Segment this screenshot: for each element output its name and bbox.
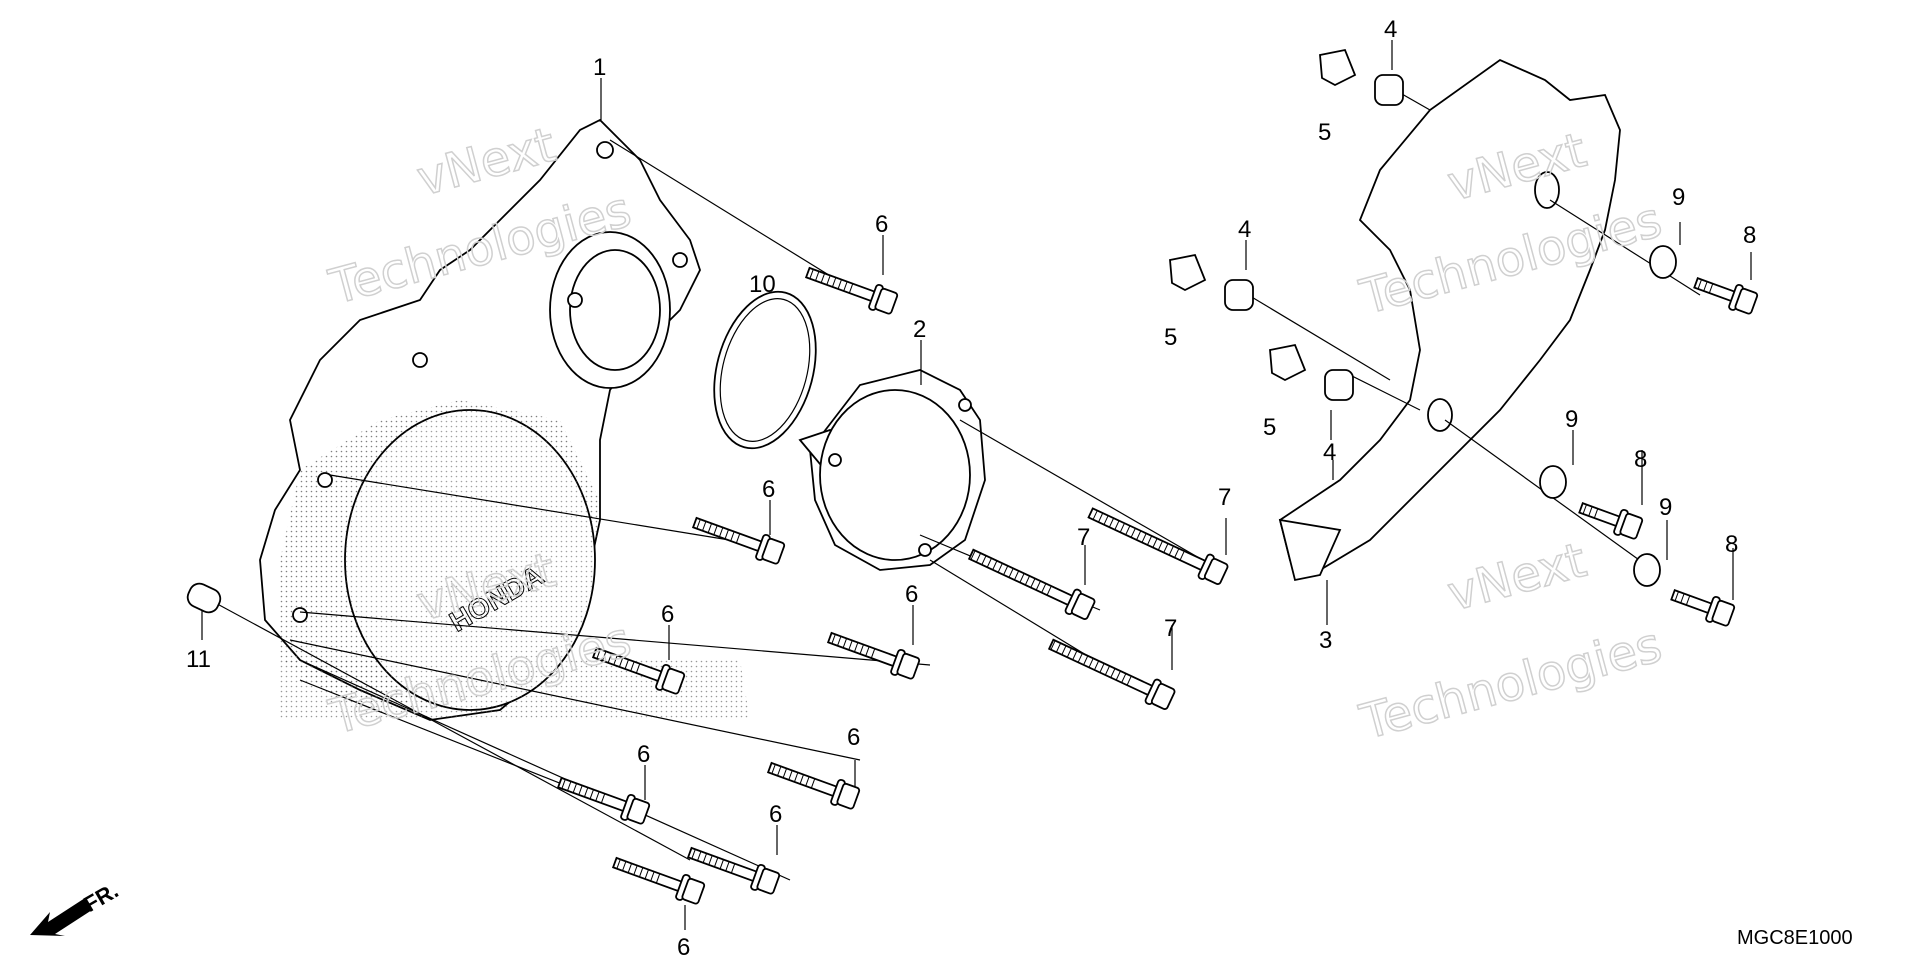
bolt-8-a — [1693, 277, 1759, 315]
small-cover-part — [798, 369, 986, 571]
callout-9-c: 9 — [1659, 494, 1672, 521]
bolt-6-d — [591, 646, 686, 695]
bolt-6-f — [766, 761, 861, 810]
bolt-6-a — [804, 266, 899, 315]
bolt-8-c — [1670, 589, 1736, 627]
collar-5-mid — [1169, 253, 1207, 292]
callout-4-mid: 4 — [1238, 216, 1251, 243]
callout-10: 10 — [749, 271, 776, 298]
callout-1: 1 — [593, 54, 606, 81]
bolt-6-b — [691, 516, 786, 565]
callout-6-d: 6 — [661, 601, 674, 628]
side-cover-shroud-part — [1278, 58, 1621, 582]
callout-9-a: 9 — [1672, 184, 1685, 211]
diagram-part-code: MGC8E1000 — [1737, 927, 1853, 949]
callout-7-b: 7 — [1077, 524, 1090, 551]
callout-6-b: 6 — [762, 476, 775, 503]
callout-9-b: 9 — [1565, 406, 1578, 433]
callout-8-a: 8 — [1743, 222, 1756, 249]
callout-labels: 1 2 3 4 4 4 5 5 5 6 6 6 6 6 6 6 6 7 7 7 … — [186, 16, 1756, 960]
o-ring-part — [713, 290, 817, 450]
callout-6-c: 6 — [905, 581, 918, 608]
collar-5-top — [1319, 48, 1357, 87]
callout-5-mid: 5 — [1164, 324, 1177, 351]
bolt-6-g — [686, 846, 781, 895]
bolt-7-b — [967, 548, 1096, 620]
bolt-8-b — [1578, 502, 1644, 540]
front-direction-indicator: FR. — [30, 878, 123, 936]
callout-2: 2 — [913, 316, 926, 343]
callout-8-b: 8 — [1634, 446, 1647, 473]
collar-5-low — [1269, 343, 1307, 382]
callout-6-f: 6 — [847, 724, 860, 751]
grommets-collars-washers — [186, 48, 1677, 614]
callout-5-low: 5 — [1263, 414, 1276, 441]
callout-4-top: 4 — [1384, 16, 1397, 43]
grommet-4-top — [1374, 74, 1404, 106]
dowel-11 — [186, 582, 222, 614]
watermark-line2-d: Technologies — [1354, 617, 1667, 751]
callout-5-top: 5 — [1318, 119, 1331, 146]
left-crankcase-cover: HONDA — [259, 118, 750, 721]
grommet-4-low — [1324, 369, 1354, 401]
callout-11: 11 — [186, 646, 211, 673]
callout-8-c: 8 — [1725, 531, 1738, 558]
washer-9-top — [1649, 245, 1677, 279]
callout-3: 3 — [1319, 627, 1332, 654]
grommet-4-mid — [1224, 279, 1254, 311]
bolt-7-a — [1087, 507, 1229, 585]
callout-7-a: 7 — [1218, 484, 1231, 511]
bolt-6-h — [611, 856, 706, 905]
callout-6-g: 6 — [769, 801, 782, 828]
washer-9-low — [1633, 553, 1661, 587]
bolt-7-c — [1047, 638, 1176, 710]
callout-6-h: 6 — [677, 934, 690, 960]
bolts — [556, 266, 1759, 905]
watermark-line1-d: vNext — [1442, 532, 1592, 622]
front-arrow-icon — [30, 898, 92, 936]
callout-6-a: 6 — [875, 211, 888, 238]
washer-9-mid — [1539, 465, 1567, 499]
callout-6-e: 6 — [637, 741, 650, 768]
bolt-6-c — [826, 631, 921, 680]
callout-7-c: 7 — [1164, 615, 1177, 642]
callout-4-low: 4 — [1323, 439, 1336, 466]
bolt-6-e — [556, 776, 651, 825]
